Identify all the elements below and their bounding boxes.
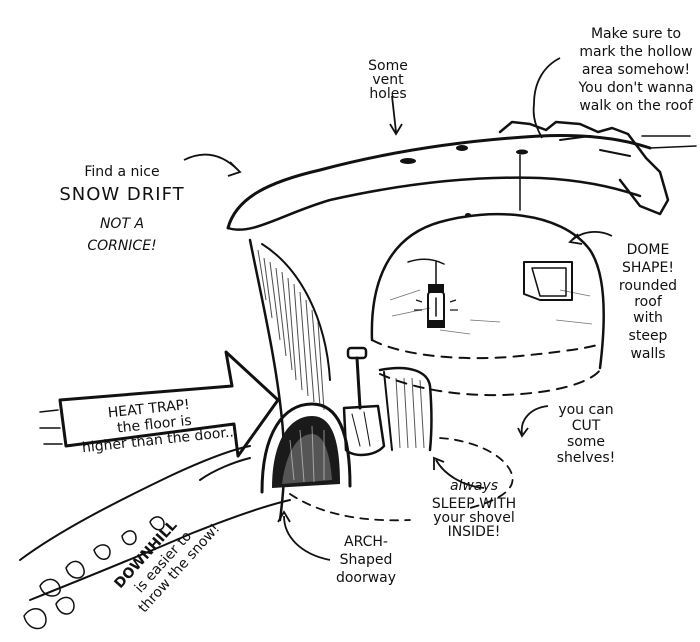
label-line: SHAPE! <box>622 260 674 276</box>
shovel-icon <box>342 346 386 457</box>
lantern-icon <box>407 258 458 328</box>
label-line: the floor is <box>116 413 192 437</box>
label-shovel: always SLEEP WITH your shovel INSIDE! <box>432 478 516 540</box>
label-line: shelves! <box>557 450 615 466</box>
label-line: vent <box>372 72 404 88</box>
label-snow-drift: Find a nice SNOW DRIFT NOT A CORNICE! <box>59 164 184 254</box>
label-line: with <box>633 310 663 326</box>
label-line: some <box>567 434 605 450</box>
label-mark-hollow: Make sure to mark the hollow area someho… <box>577 26 693 114</box>
label-line: your shovel <box>433 510 514 526</box>
label-line: CORNICE! <box>87 238 156 254</box>
label-heat-trap: HEAT TRAP! the floor is higher than the … <box>81 397 239 456</box>
label-line: mark the hollow <box>579 44 692 60</box>
label-vent-holes: Some vent holes <box>368 58 408 102</box>
label-line: CUT <box>572 418 601 434</box>
label-line: rounded <box>619 278 677 294</box>
label-line: you can <box>558 402 613 418</box>
snow-drift-illustration <box>19 120 697 630</box>
label-shelves: you can CUT some shelves! <box>557 402 615 466</box>
label-line: area somehow! <box>582 62 690 78</box>
label-line: NOT A <box>100 216 144 232</box>
label-line: SNOW DRIFT <box>59 184 184 205</box>
label-line: walk on the roof <box>579 98 693 114</box>
label-line: Some <box>368 58 408 74</box>
label-line: roof <box>634 294 663 310</box>
label-arch-doorway: ARCH- Shaped doorway <box>336 534 396 586</box>
label-line: steep <box>629 328 668 344</box>
pointer-arrows <box>183 57 613 561</box>
label-line: always <box>450 478 498 494</box>
label-line: Make sure to <box>591 26 681 42</box>
label-line: Find a nice <box>84 164 159 180</box>
label-line: INSIDE! <box>448 524 501 540</box>
label-downhill: DOWNHILL is easier to throw the snow! <box>112 517 224 616</box>
label-line: SLEEP WITH <box>432 496 516 512</box>
label-line: holes <box>369 86 406 102</box>
label-line: ARCH- <box>344 534 388 550</box>
label-line: You don't wanna <box>577 80 693 96</box>
label-line: Shaped <box>340 552 393 568</box>
label-line: doorway <box>336 570 396 586</box>
label-line: DOME <box>627 242 670 258</box>
label-dome-shape: DOME SHAPE! rounded roof with steep wall… <box>619 242 677 362</box>
arrow-icon <box>39 350 280 458</box>
label-line: walls <box>630 346 665 362</box>
